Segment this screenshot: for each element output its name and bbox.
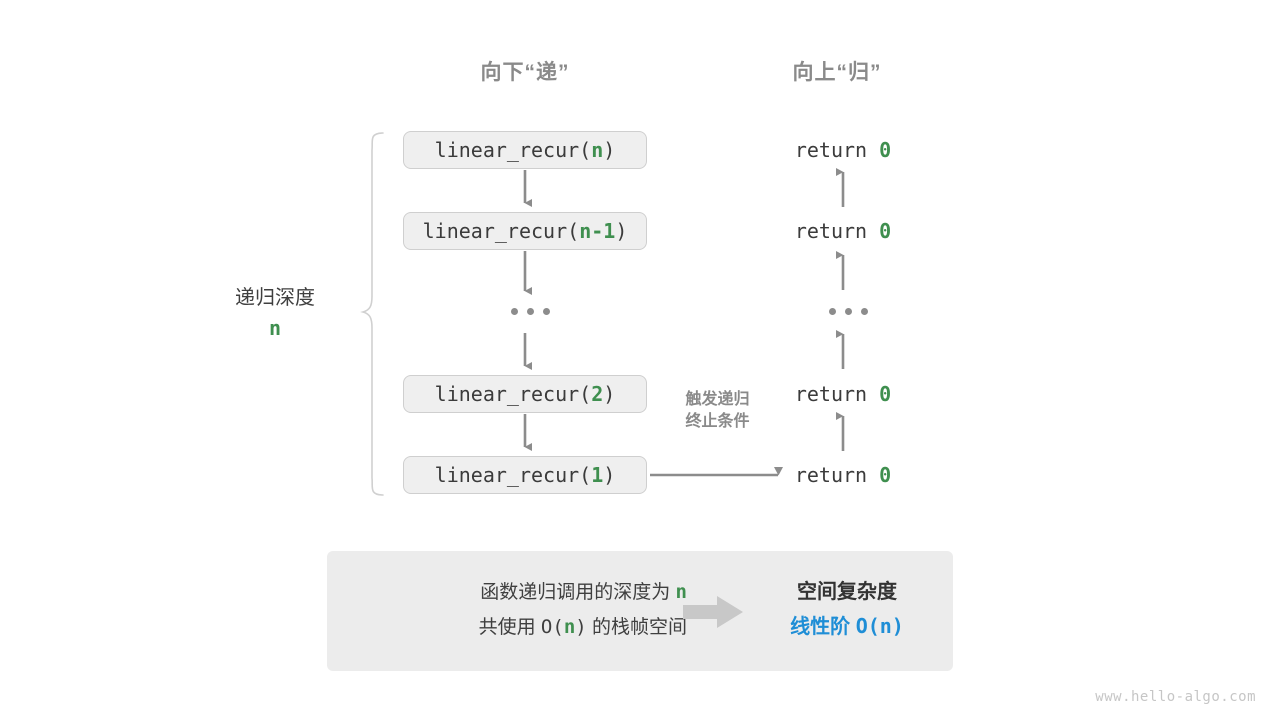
complexity-order-label: 线性阶 <box>790 616 856 638</box>
return-value: 0 <box>879 382 892 406</box>
return-keyword: return <box>794 382 868 406</box>
dot <box>527 308 534 315</box>
summary-panel: 函数递归调用的深度为 n 共使用 O(n) 的栈帧空间 空间复杂度 线性阶 O(… <box>327 551 953 671</box>
ellipsis-icon <box>511 308 550 315</box>
return-statement: return 0 <box>733 219 953 243</box>
return-value: 0 <box>879 463 892 487</box>
frame-argument: 1 <box>591 463 604 487</box>
dot <box>511 308 518 315</box>
frame-argument: 2 <box>591 382 604 406</box>
watermark: www.hello-algo.com <box>1095 689 1256 705</box>
base-case-note: 触发递归 终止条件 <box>645 389 790 433</box>
return-statement: return 0 <box>733 463 953 487</box>
recursion-depth-label: 递归深度 <box>235 287 315 309</box>
summary-conclusion: 空间复杂度 线性阶 O(n) <box>757 575 937 644</box>
call-frame-box[interactable]: linear_recur(2) <box>403 375 647 413</box>
column-header-return: 向上“归” <box>792 61 882 84</box>
dot <box>845 308 852 315</box>
frame-argument: n <box>591 138 604 162</box>
call-frame-box[interactable]: linear_recur(1) <box>403 456 647 494</box>
return-keyword: return <box>794 463 868 487</box>
call-frame-box[interactable]: linear_recur(n-1) <box>403 212 647 250</box>
summary-conclusion-value: 线性阶 O(n) <box>757 609 937 644</box>
frame-prefix: linear_recur( <box>434 382 592 406</box>
return-keyword: return <box>794 138 868 162</box>
summary-description: 函数递归调用的深度为 n 共使用 O(n) 的栈帧空间 <box>367 575 687 645</box>
summary-line-2-prefix: 共使用 <box>478 617 541 638</box>
recursion-depth-value: n <box>268 316 282 340</box>
summary-line-2-suffix: 的栈帧空间 <box>586 617 687 638</box>
dot <box>543 308 550 315</box>
summary-line-1-text: 函数递归调用的深度为 <box>480 582 676 603</box>
frame-suffix: ) <box>615 219 628 243</box>
frame-suffix: ) <box>603 382 616 406</box>
summary-line-2-variable: n <box>563 616 576 638</box>
summary-line-1: 函数递归调用的深度为 n <box>367 575 687 610</box>
call-frame-box[interactable]: linear_recur(n) <box>403 131 647 169</box>
return-statement: return 0 <box>733 138 953 162</box>
dot <box>861 308 868 315</box>
recursion-depth-brace <box>360 132 384 496</box>
return-value: 0 <box>879 138 892 162</box>
dot <box>829 308 836 315</box>
return-value: 0 <box>879 219 892 243</box>
frame-suffix: ) <box>603 138 616 162</box>
frame-prefix: linear_recur( <box>422 219 580 243</box>
frame-prefix: linear_recur( <box>434 463 592 487</box>
block-arrow-right-icon <box>683 596 743 628</box>
frame-argument: n-1 <box>579 219 616 243</box>
summary-conclusion-title: 空间复杂度 <box>797 581 897 603</box>
return-statement: return 0 <box>733 382 953 406</box>
summary-line-1-variable: n <box>675 581 687 603</box>
ellipsis-icon <box>829 308 868 315</box>
return-keyword: return <box>794 219 868 243</box>
base-case-note-line1: 触发递归 <box>685 391 750 408</box>
base-case-note-line2: 终止条件 <box>685 413 750 430</box>
summary-line-2-bigo-open: O( <box>540 616 564 638</box>
complexity-bigo: O(n) <box>855 614 904 638</box>
summary-line-2: 共使用 O(n) 的栈帧空间 <box>367 610 687 645</box>
frame-suffix: ) <box>603 463 616 487</box>
frame-prefix: linear_recur( <box>434 138 592 162</box>
column-header-descend: 向下“递” <box>480 61 570 84</box>
summary-line-2-bigo-close: ) <box>575 616 587 638</box>
